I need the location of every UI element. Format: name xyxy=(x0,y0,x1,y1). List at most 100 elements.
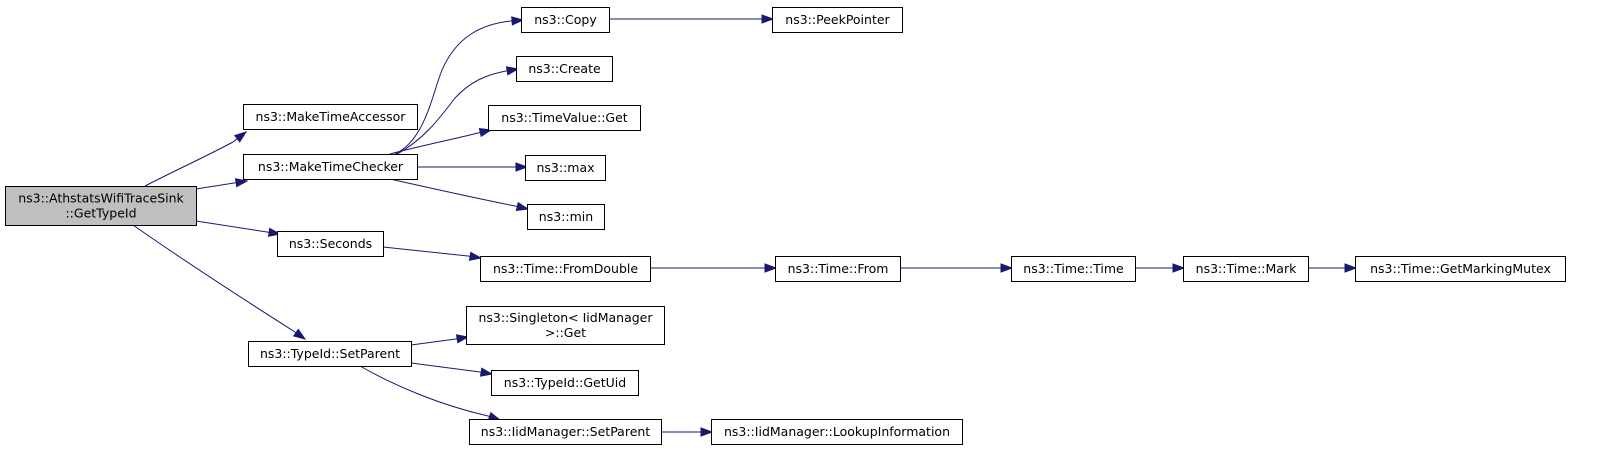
edge-mark-to-getMarkingMutex xyxy=(1308,263,1358,273)
node-box xyxy=(469,419,662,445)
node-singletonGet[interactable]: ns3::Singleton< IidManager>::Get xyxy=(466,306,665,345)
node-makeTimeAccessor[interactable]: ns3::MakeTimeAccessor xyxy=(243,104,418,130)
edge-copy-to-peekPointer xyxy=(609,14,775,24)
node-box xyxy=(277,231,384,257)
arrowhead-icon xyxy=(515,162,529,172)
node-timeValueGet[interactable]: ns3::TimeValue::Get xyxy=(488,105,641,131)
node-getUid[interactable]: ns3::TypeId::GetUid xyxy=(491,370,639,396)
edge-root-to-seconds xyxy=(195,220,282,237)
node-label: ns3::max xyxy=(536,160,594,175)
node-create[interactable]: ns3::Create xyxy=(516,56,613,82)
node-box xyxy=(527,204,605,230)
edge-seconds-to-fromDouble xyxy=(382,246,483,261)
node-box xyxy=(1011,256,1136,282)
node-getMarkingMutex[interactable]: ns3::Time::GetMarkingMutex xyxy=(1355,256,1566,282)
edge-fromDouble-to-from xyxy=(650,263,778,273)
arrowhead-icon xyxy=(234,178,249,188)
node-label: ns3::IidManager::SetParent xyxy=(481,424,651,439)
edge-line xyxy=(195,182,235,190)
edge-line xyxy=(396,70,507,155)
edge-root-to-makeTimeAccessor xyxy=(144,131,248,187)
edge-line xyxy=(394,20,512,155)
node-label: ns3::Time::FromDouble xyxy=(493,261,638,276)
node-box xyxy=(5,186,197,226)
node-label: ns3::TimeValue::Get xyxy=(501,110,628,125)
arrowhead-icon xyxy=(700,427,714,437)
node-setParent[interactable]: ns3::TypeId::SetParent xyxy=(248,341,412,367)
node-max[interactable]: ns3::max xyxy=(525,155,606,181)
edge-iidSetParent-to-lookupInformation xyxy=(661,427,714,437)
edge-line xyxy=(144,141,234,187)
node-box xyxy=(525,155,606,181)
node-label: ns3::AthstatsWifiTraceSink xyxy=(18,191,184,206)
node-label: ns3::TypeId::GetUid xyxy=(504,375,626,390)
nodes-layer: ns3::AthstatsWifiTraceSink::GetTypeIdns3… xyxy=(5,7,1566,445)
arrowhead-icon xyxy=(455,334,470,344)
node-root[interactable]: ns3::AthstatsWifiTraceSink::GetTypeId xyxy=(5,186,197,226)
node-box xyxy=(1355,256,1566,282)
node-box xyxy=(775,256,901,282)
node-box xyxy=(480,256,651,282)
arrowhead-icon xyxy=(511,16,525,26)
node-box xyxy=(466,306,665,345)
edge-setParent-to-getUid xyxy=(410,362,494,377)
node-label: ns3::Singleton< IidManager xyxy=(478,310,653,325)
node-box xyxy=(491,370,639,396)
node-box xyxy=(243,104,418,130)
edge-line xyxy=(389,178,516,207)
arrowhead-icon xyxy=(764,263,778,273)
node-timeTime[interactable]: ns3::Time::Time xyxy=(1011,256,1136,282)
node-label: ::GetTypeId xyxy=(65,206,136,221)
edge-root-to-makeTimeChecker xyxy=(195,178,249,190)
arrowhead-icon xyxy=(505,66,520,76)
node-fromDouble[interactable]: ns3::Time::FromDouble xyxy=(480,256,651,282)
node-box xyxy=(521,7,610,33)
arrowhead-icon xyxy=(1000,263,1014,273)
node-seconds[interactable]: ns3::Seconds xyxy=(277,231,384,257)
arrowhead-icon xyxy=(468,251,483,261)
node-label: ns3::min xyxy=(539,209,593,224)
edge-from-to-timeTime xyxy=(900,263,1014,273)
node-label: ns3::Time::GetMarkingMutex xyxy=(1370,261,1551,276)
node-iidSetParent[interactable]: ns3::IidManager::SetParent xyxy=(469,419,662,445)
node-label: ns3::Copy xyxy=(534,12,597,27)
arrowhead-icon xyxy=(1172,263,1186,273)
edge-setParent-to-singletonGet xyxy=(410,334,470,346)
node-peekPointer[interactable]: ns3::PeekPointer xyxy=(772,7,903,33)
edge-line xyxy=(359,365,489,417)
edge-line xyxy=(132,224,296,333)
edge-makeTimeChecker-to-copy xyxy=(394,16,525,155)
node-label: ns3::MakeTimeChecker xyxy=(258,159,404,174)
node-label: ns3::Time::Time xyxy=(1023,261,1124,276)
node-label: ns3::Time::From xyxy=(788,261,889,276)
node-min[interactable]: ns3::min xyxy=(527,204,605,230)
edge-makeTimeChecker-to-min xyxy=(389,178,530,212)
arrowhead-icon xyxy=(234,131,248,143)
node-lookupInformation[interactable]: ns3::IidManager::LookupInformation xyxy=(711,419,963,445)
arrowhead-icon xyxy=(1344,263,1358,273)
node-mark[interactable]: ns3::Time::Mark xyxy=(1183,256,1309,282)
node-copy[interactable]: ns3::Copy xyxy=(521,7,610,33)
node-label: >::Get xyxy=(545,325,586,340)
arrowhead-icon xyxy=(515,201,530,212)
edge-line-tail xyxy=(232,138,238,143)
node-label: ns3::Seconds xyxy=(289,236,372,251)
node-makeTimeChecker[interactable]: ns3::MakeTimeChecker xyxy=(243,154,418,180)
node-label: ns3::PeekPointer xyxy=(785,12,890,27)
edge-line xyxy=(195,220,268,233)
edge-line xyxy=(382,246,469,257)
node-box xyxy=(488,105,641,131)
node-box xyxy=(248,341,412,367)
edge-line xyxy=(410,362,481,373)
edge-makeTimeChecker-to-create xyxy=(396,66,520,155)
node-box xyxy=(711,419,963,445)
node-label: ns3::Create xyxy=(528,61,601,76)
edge-makeTimeChecker-to-max xyxy=(417,162,529,172)
node-label: ns3::MakeTimeAccessor xyxy=(256,109,407,124)
node-box xyxy=(772,7,903,33)
node-label: ns3::Time::Mark xyxy=(1196,261,1297,276)
node-label: ns3::TypeId::SetParent xyxy=(260,346,400,361)
node-from[interactable]: ns3::Time::From xyxy=(775,256,901,282)
edge-setParent-to-iidSetParent xyxy=(359,365,502,421)
